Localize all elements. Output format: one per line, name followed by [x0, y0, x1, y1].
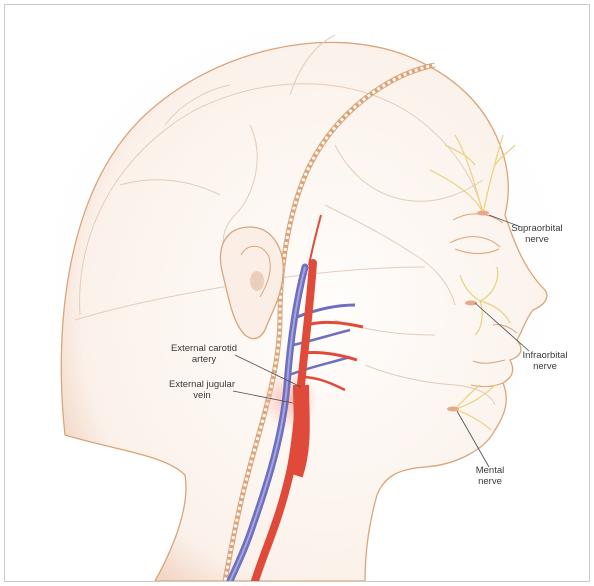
infraorbital-nerve-label: Infraorbital nerve	[513, 350, 577, 372]
carotid-label-line2: artery	[161, 354, 247, 365]
supraorbital-label-line1: Supraorbital	[505, 223, 569, 234]
mental-label-line2: nerve	[465, 476, 515, 487]
carotid-label-line1: External carotid	[161, 343, 247, 354]
mental-label-line1: Mental	[465, 465, 515, 476]
infraorbital-label-line2: nerve	[513, 361, 577, 372]
supraorbital-nerve-label: Supraorbital nerve	[505, 223, 569, 245]
infraorbital-label-line1: Infraorbital	[513, 350, 577, 361]
supraorbital-label-line2: nerve	[505, 234, 569, 245]
external-jugular-vein-label: External jugular vein	[159, 379, 245, 401]
jugular-label-line1: External jugular	[159, 379, 245, 390]
jugular-label-line2: vein	[159, 390, 245, 401]
external-carotid-artery-label: External carotid artery	[161, 343, 247, 365]
mental-nerve-label: Mental nerve	[465, 465, 515, 487]
illustration-frame: Supraorbital nerve Infraorbital nerve Me…	[4, 4, 590, 582]
head-illustration	[5, 5, 589, 581]
